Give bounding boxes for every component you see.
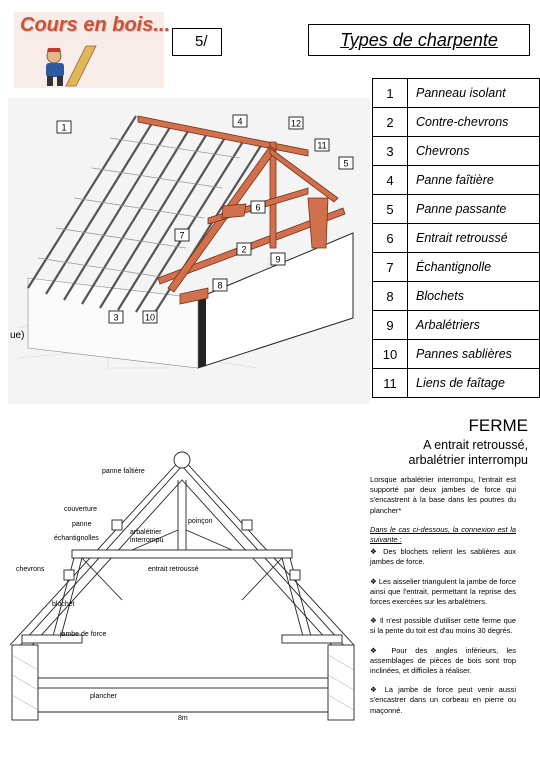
label-entrait: entrait retroussé bbox=[148, 566, 199, 573]
roof-callout: 6 bbox=[250, 200, 266, 214]
roof-callout: 11 bbox=[314, 138, 330, 152]
roof-illustration: 1 4 12 11 5 6 7 2 9 8 3 10 ue) bbox=[8, 98, 370, 404]
legend-number: 11 bbox=[372, 368, 408, 398]
roof-callout: 9 bbox=[270, 252, 286, 266]
roof-callout-number: 5 bbox=[343, 159, 348, 169]
legend-number: 10 bbox=[372, 339, 408, 369]
legend-number: 4 bbox=[372, 165, 408, 195]
ferme-description: Lorsque arbalétrier interrompu, l'entrai… bbox=[370, 475, 516, 725]
legend-label: Échantignolle bbox=[407, 252, 540, 282]
bullet-item: ❖ Des blochets relient les sablières aux… bbox=[370, 547, 516, 567]
bullet-text: Il n'est possible d'utiliser cette ferme… bbox=[370, 616, 516, 636]
legend-number: 8 bbox=[372, 281, 408, 311]
legend-number: 6 bbox=[372, 223, 408, 253]
label-chevrons: chevrons bbox=[16, 566, 45, 573]
roof-callout: 12 bbox=[288, 116, 304, 130]
roof-callout-number: 7 bbox=[179, 231, 184, 241]
bullet-item: ❖ Il n'est possible d'utiliser cette fer… bbox=[370, 616, 516, 636]
roof-callout-number: 9 bbox=[275, 255, 280, 265]
roof-callout: 3 bbox=[108, 310, 124, 324]
legend-label: Liens de faîtage bbox=[407, 368, 540, 398]
label-panne-faitiere: panne faîtière bbox=[102, 468, 145, 475]
legend-label: Entrait retroussé bbox=[407, 223, 540, 253]
ferme-intro: Lorsque arbalétrier interrompu, l'entrai… bbox=[370, 475, 516, 515]
roof-callout-number: 4 bbox=[237, 117, 242, 127]
roof-callout: 2 bbox=[236, 242, 252, 256]
roof-callout-number: 10 bbox=[145, 313, 155, 323]
bullet-text: Des blochets relient les sablières aux j… bbox=[370, 547, 516, 567]
roof-callout: 8 bbox=[212, 278, 228, 292]
ferme-title: FERME bbox=[468, 416, 529, 435]
label-couverture: couverture bbox=[64, 506, 97, 513]
roof-callout-number: 6 bbox=[255, 203, 260, 213]
label-arbaletrier: arbalétrier bbox=[130, 529, 162, 536]
ferme-subheading: Dans le cas ci-dessous, la connexion est… bbox=[370, 524, 516, 545]
roof-callout-number: 11 bbox=[317, 141, 326, 151]
label-blochet: blochet bbox=[52, 601, 75, 608]
ferme-section-drawing: panne faîtière couverture panne échantig… bbox=[9, 451, 355, 722]
legend-number: 2 bbox=[372, 107, 408, 137]
legend-number: 3 bbox=[372, 136, 408, 166]
legend-label: Pannes sablières bbox=[407, 339, 540, 369]
legend-label: Panneau isolant bbox=[407, 78, 540, 108]
legend-label: Panne passante bbox=[407, 194, 540, 224]
bullet-item: ❖ Les aisselier triangulent la jambe de … bbox=[370, 577, 516, 608]
legend-label: Blochets bbox=[407, 281, 540, 311]
carpenter-logo-icon bbox=[14, 12, 164, 88]
legend-number: 5 bbox=[372, 194, 408, 224]
label-dimension: 8m bbox=[178, 715, 188, 722]
page-number: 5/ bbox=[172, 28, 222, 56]
bullet-item: ❖ La jambe de force peut venir aussi s'e… bbox=[370, 685, 516, 716]
roof-callout: 5 bbox=[338, 156, 354, 170]
logo bbox=[14, 12, 164, 88]
label-poincon: poinçon bbox=[188, 518, 213, 525]
roof-callout-number: 1 bbox=[61, 123, 66, 133]
label-plancher: plancher bbox=[90, 693, 118, 700]
bullet-text: Pour des angles inférieurs, les assembla… bbox=[370, 645, 516, 676]
legend-number: 1 bbox=[372, 78, 408, 108]
roof-callout: 10 bbox=[142, 310, 158, 324]
label-echantignolles: échantignolles bbox=[54, 535, 99, 542]
bullet-icon: ❖ bbox=[370, 576, 379, 586]
logo-text: Cours en bois... bbox=[20, 14, 171, 36]
bullet-text: Les aisselier triangulent la jambe de fo… bbox=[370, 576, 516, 607]
page-title: Types de charpente bbox=[308, 24, 530, 56]
roof-callout-number: 8 bbox=[217, 281, 222, 291]
label-interrompu: interrompu bbox=[130, 537, 164, 544]
side-fragment: ue) bbox=[10, 330, 24, 341]
bullet-item: ❖ Pour des angles inférieurs, les assemb… bbox=[370, 646, 516, 677]
legend-number: 9 bbox=[372, 310, 408, 340]
label-panne: panne bbox=[72, 521, 92, 528]
legend-label: Chevrons bbox=[407, 136, 540, 166]
label-jambe: jambe de force bbox=[59, 631, 106, 638]
legend-label: Contre-chevrons bbox=[407, 107, 540, 137]
bullet-icon: ❖ bbox=[370, 616, 380, 626]
roof-callout-number: 3 bbox=[113, 313, 118, 323]
roof-callout-number: 2 bbox=[241, 245, 246, 255]
roof-callout: 4 bbox=[232, 114, 248, 128]
bullet-text: La jambe de force peut venir aussi s'enc… bbox=[370, 685, 516, 715]
bullet-icon: ❖ bbox=[370, 645, 392, 655]
roof-callout: 7 bbox=[174, 228, 190, 242]
roof-callout: 1 bbox=[56, 120, 72, 134]
bullet-icon: ❖ bbox=[370, 547, 384, 557]
roof-callout-number: 12 bbox=[291, 119, 301, 129]
bullet-icon: ❖ bbox=[370, 685, 385, 695]
legend-label: Panne faîtière bbox=[407, 165, 540, 195]
legend-label: Arbalétriers bbox=[407, 310, 540, 340]
ferme-subtitle: A entrait retroussé, arbalétrier interro… bbox=[408, 438, 529, 467]
legend-number: 7 bbox=[372, 252, 408, 282]
